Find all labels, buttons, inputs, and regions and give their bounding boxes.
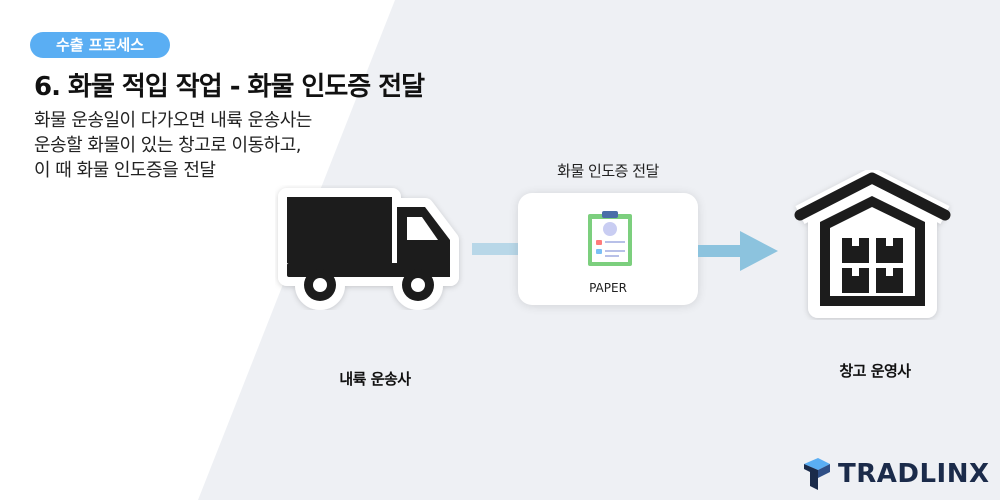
page-title: 6. 화물 적입 작업 - 화물 인도증 전달 bbox=[34, 72, 425, 102]
description: 화물 운송일이 다가오면 내륙 운송사는 운송할 화물이 있는 창고로 이동하고… bbox=[34, 108, 374, 183]
truck-icon bbox=[278, 188, 459, 310]
description-line: 운송할 화물이 있는 창고로 이동하고, bbox=[34, 135, 302, 156]
clipboard-icon bbox=[588, 211, 632, 266]
document-label: PAPER bbox=[589, 281, 627, 295]
source-label: 내륙 운송사 bbox=[339, 370, 411, 388]
target-label: 창고 운영사 bbox=[839, 362, 911, 380]
description-line: 이 때 화물 인도증을 전달 bbox=[34, 160, 216, 181]
description-line: 화물 운송일이 다가오면 내륙 운송사는 bbox=[34, 110, 312, 131]
document-caption: 화물 인도증 전달 bbox=[557, 162, 659, 180]
category-tag: 수출 프로세스 bbox=[30, 32, 170, 58]
arrow-right-icon bbox=[698, 231, 778, 271]
warehouse-icon bbox=[794, 170, 951, 318]
document-card: PAPER bbox=[518, 193, 698, 305]
logo-mark-icon bbox=[804, 458, 830, 490]
brand-name: TRADLINX bbox=[838, 459, 990, 489]
flow-connector bbox=[472, 243, 522, 255]
